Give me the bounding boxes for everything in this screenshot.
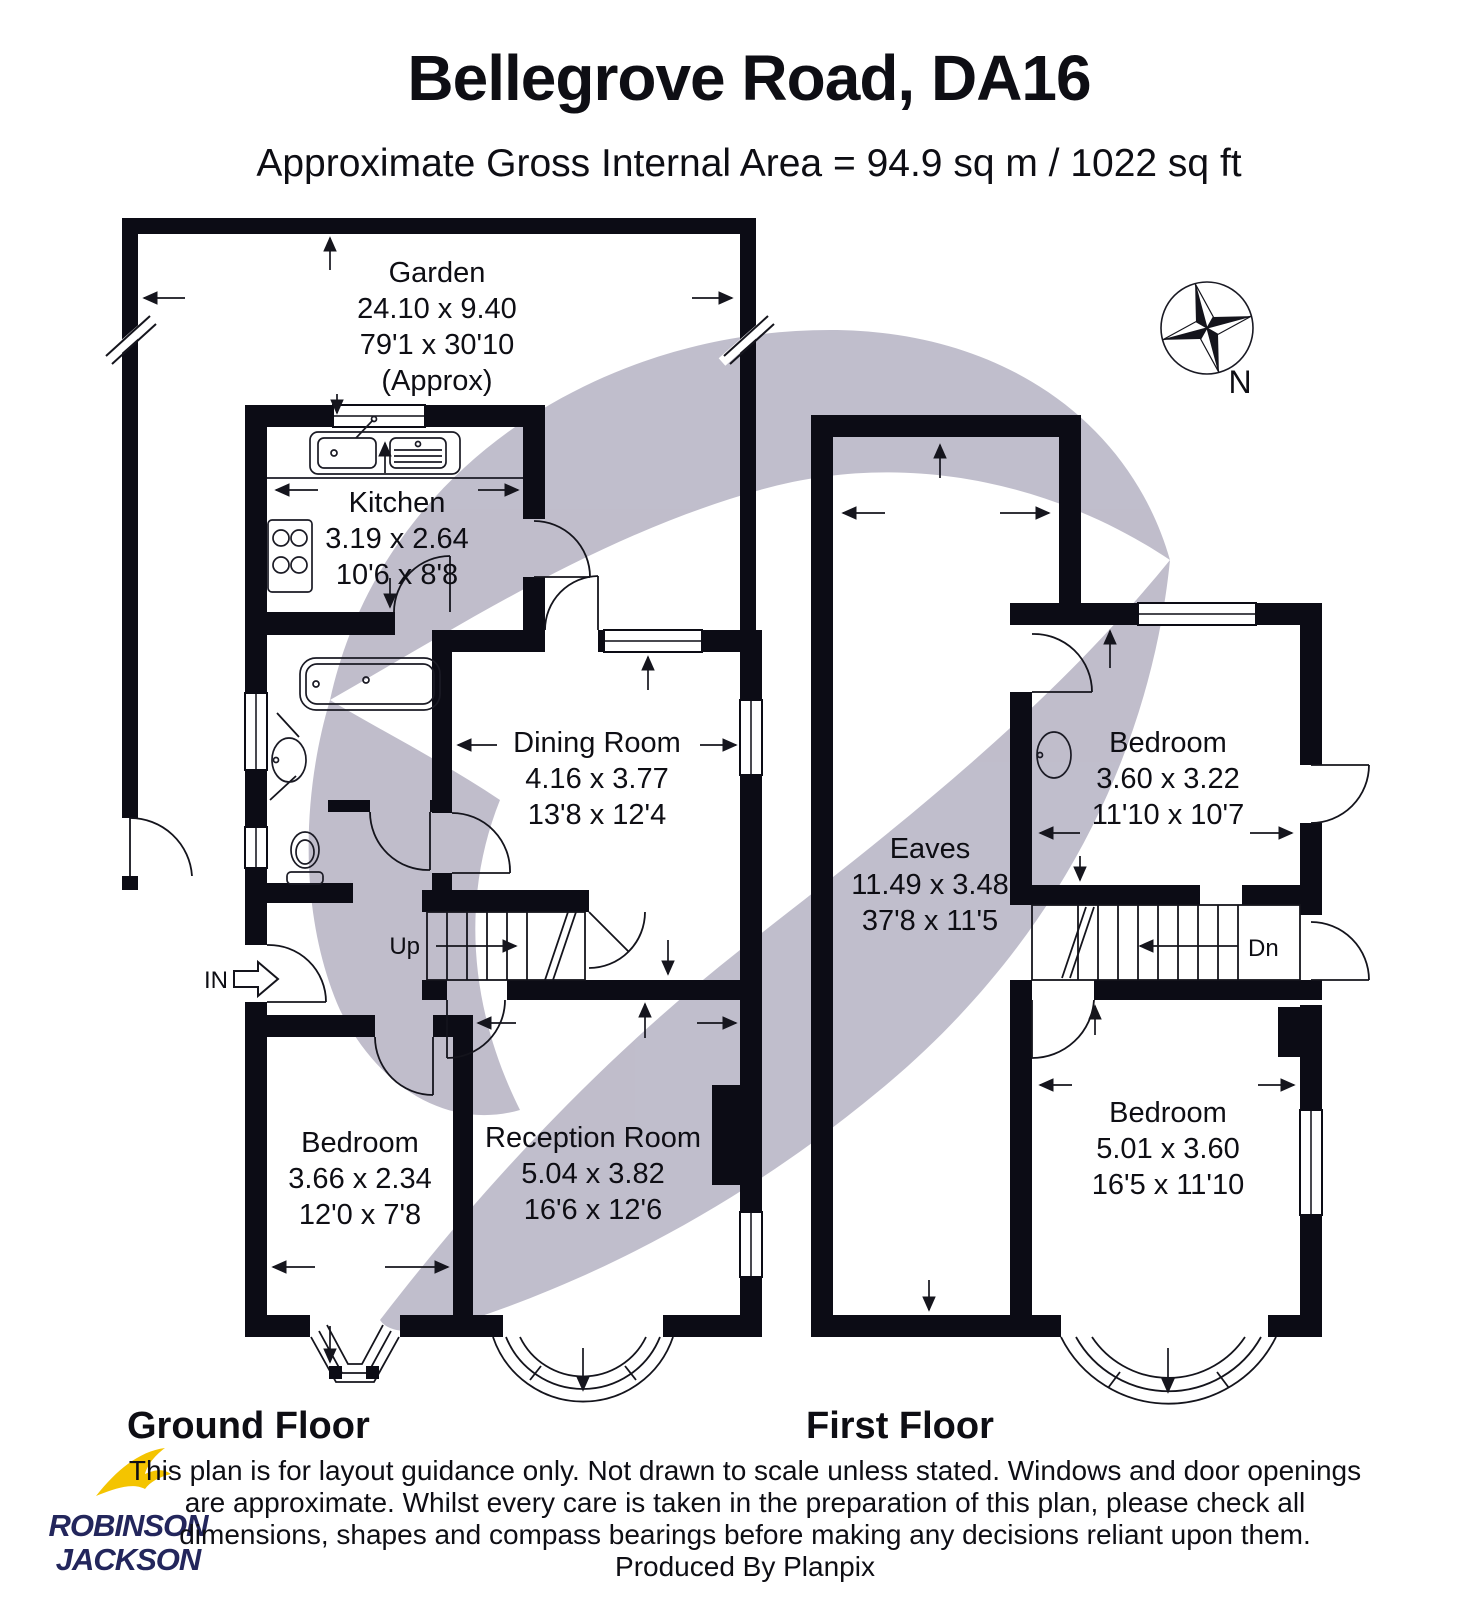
room-name: Garden [389, 257, 486, 289]
room-metric: 5.01 x 3.60 [1096, 1133, 1240, 1165]
window [244, 692, 268, 771]
first-floor-windows [1137, 602, 1323, 1216]
room-imperial: 11'10 x 10'7 [1092, 799, 1244, 831]
disclaimer-line: dimensions, shapes and compass bearings … [179, 1519, 1311, 1550]
eaves-label: Eaves 11.49 x 3.48 37'8 x 11'5 [851, 833, 1008, 937]
room-metric: 5.04 x 3.82 [521, 1158, 665, 1190]
kitchen-sink [267, 415, 523, 479]
first-floor-plan: Dn Eaves 11.49 x 3.48 37'8 x 11'5 B [811, 415, 1370, 1405]
bathroom-inner-door [276, 712, 300, 738]
understairs-door [588, 911, 646, 969]
room-name: Bedroom [301, 1127, 419, 1159]
dining-garden-door [544, 575, 599, 631]
room-imperial: 16'5 x 11'10 [1092, 1169, 1244, 1201]
disclaimer-line: This plan is for layout guidance only. N… [129, 1455, 1361, 1486]
bedroom-ff2-label: Bedroom 5.01 x 3.60 16'5 x 11'10 [1092, 1097, 1244, 1201]
logo-line1: ROBINSON [48, 1508, 209, 1543]
wc-door [369, 811, 431, 871]
agency-logo: ROBINSON JACKSON [48, 1448, 210, 1577]
bedroom-gf-label: Bedroom 3.66 x 2.34 12'0 x 7'8 [288, 1127, 432, 1231]
room-metric: 11.49 x 3.48 [851, 869, 1008, 901]
window [332, 404, 426, 428]
ground-floor-walls [245, 405, 762, 1337]
room-metric: 3.66 x 2.34 [288, 1163, 432, 1195]
landing-door-1 [1310, 764, 1370, 824]
entrance: IN [204, 959, 280, 999]
room-metric: 24.10 x 9.40 [357, 293, 517, 325]
entrance-arrow-icon [233, 959, 280, 999]
room-metric: 3.60 x 3.22 [1096, 763, 1240, 795]
disclaimer: This plan is for layout guidance only. N… [129, 1455, 1361, 1582]
stairs-up: Up [389, 911, 586, 981]
swallow-icon [96, 1448, 171, 1496]
disclaimer-line: are approximate. Whilst every care is ta… [185, 1487, 1306, 1518]
room-name: Bedroom [1109, 727, 1227, 759]
room-name: Reception Room [485, 1122, 701, 1154]
bedroom-door [374, 1036, 434, 1096]
window [244, 826, 268, 869]
kitchen-hob [267, 519, 313, 593]
compass-north-label: N [1228, 364, 1251, 400]
ground-floor-dimension-arrows [142, 236, 738, 1392]
page-title: Bellegrove Road, DA16 [407, 42, 1090, 114]
garden-walls [122, 218, 756, 890]
window [739, 1211, 763, 1278]
toilet [286, 831, 324, 885]
stairs-down: Dn [1031, 904, 1301, 981]
window [1299, 1109, 1323, 1216]
ground-floor-plan: Up [100, 218, 778, 1403]
room-imperial: 79'1 x 30'10 [360, 329, 515, 361]
room-name: Bedroom [1109, 1097, 1227, 1129]
dining-room-label: Dining Room 4.16 x 3.77 13'8 x 12'4 [513, 727, 681, 831]
garden-label: Garden 24.10 x 9.40 79'1 x 30'10 (Approx… [357, 257, 517, 397]
room-metric: 4.16 x 3.77 [525, 763, 669, 795]
first-floor-dimension-arrows [841, 443, 1296, 1394]
bathtub [299, 657, 441, 711]
area-subtitle: Approximate Gross Internal Area = 94.9 s… [256, 142, 1241, 185]
window [1137, 602, 1257, 626]
stairs-up-label: Up [389, 933, 420, 960]
room-name: Kitchen [349, 487, 446, 519]
bathroom-basin [271, 737, 307, 783]
bedroom2-door [1031, 999, 1095, 1059]
disclaimer-line: Produced By Planpix [615, 1551, 875, 1582]
kitchen-door [533, 520, 591, 578]
bedroom1-basin [1036, 731, 1072, 779]
stairs-down-label: Dn [1248, 935, 1279, 962]
reception-door [446, 999, 506, 1059]
dining-hall-door [451, 812, 511, 874]
room-metric: 3.19 x 2.64 [325, 523, 469, 555]
room-note: (Approx) [381, 365, 492, 397]
logo-line2: JACKSON [56, 1542, 202, 1577]
room-imperial: 10'6 x 8'8 [336, 559, 458, 591]
ground-floor-windows [244, 404, 763, 1278]
ground-floor-label: Ground Floor [127, 1405, 370, 1447]
window [603, 629, 703, 653]
bathroom-lobby-door [269, 775, 297, 801]
bedroom-ff1-label: Bedroom 3.60 x 3.22 11'10 x 10'7 [1092, 727, 1244, 831]
room-name: Eaves [890, 833, 971, 865]
entry-door [266, 944, 327, 1003]
room-imperial: 37'8 x 11'5 [862, 905, 998, 937]
room-imperial: 12'0 x 7'8 [299, 1199, 421, 1231]
room-imperial: 16'6 x 12'6 [524, 1194, 662, 1226]
window [739, 699, 763, 776]
room-imperial: 13'8 x 12'4 [528, 799, 666, 831]
entrance-label: IN [204, 967, 228, 994]
first-floor-label: First Floor [806, 1405, 994, 1447]
room-name: Dining Room [513, 727, 681, 759]
first-floor-walls [811, 415, 1322, 1337]
bedroom1-door [1031, 633, 1093, 693]
garden-break-marks [100, 312, 778, 366]
compass-rose: N [1160, 281, 1254, 400]
kitchen-label: Kitchen 3.19 x 2.64 10'6 x 8'8 [325, 487, 469, 591]
bedroom-bay-window [310, 1324, 400, 1383]
landing-door-2 [1310, 921, 1370, 981]
ground-floor-doors [129, 520, 646, 1096]
garden-gate-door [129, 817, 193, 877]
reception-room-label: Reception Room 5.04 x 3.82 16'6 x 12'6 [485, 1122, 701, 1226]
